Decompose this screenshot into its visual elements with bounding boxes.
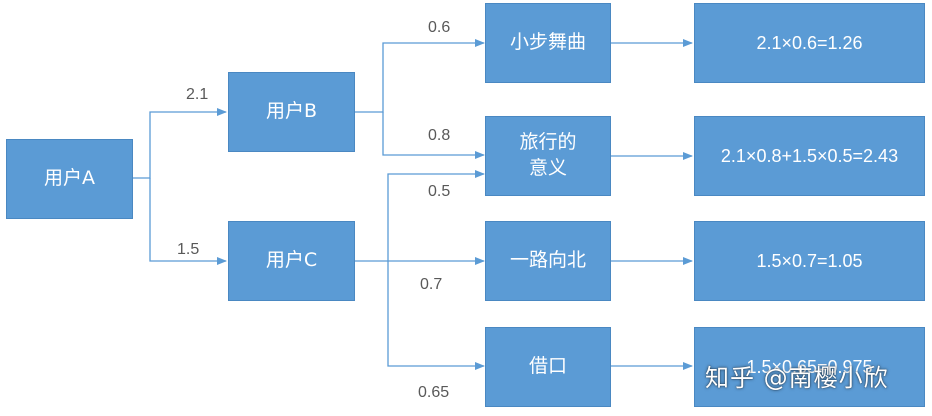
- weight-a-c: 1.5: [177, 241, 200, 258]
- node-user-b: 用户B: [228, 72, 355, 152]
- watermark-text: 知乎 @南樱小欣: [705, 364, 889, 392]
- node-song-4: 借口: [485, 327, 611, 407]
- edge-b-song1: [355, 39, 485, 113]
- edge-a-c: [149, 178, 227, 265]
- node-song-3: 一路向北: [485, 221, 611, 301]
- weight-a-b: 2.1: [186, 86, 209, 103]
- weight-b-song2: 0.8: [428, 127, 451, 144]
- node-user-a: 用户A: [6, 139, 133, 219]
- edge-b-song2: [382, 112, 485, 159]
- weight-b-song1: 0.6: [428, 19, 451, 36]
- weight-c-song2: 0.5: [428, 183, 451, 200]
- edge-c-song4: [387, 261, 485, 370]
- node-user-c: 用户C: [228, 221, 355, 301]
- node-song-2: 旅行的 意义: [485, 116, 611, 196]
- weight-c-song3: 0.7: [420, 276, 443, 293]
- node-score-4: 1.5×0.65=0.975: [694, 327, 925, 407]
- node-score-1: 2.1×0.6=1.26: [694, 3, 925, 83]
- edge-a-b: [133, 108, 227, 179]
- node-score-3: 1.5×0.7=1.05: [694, 221, 925, 301]
- weight-c-song4: 0.65: [418, 384, 450, 401]
- node-song-1: 小步舞曲: [485, 3, 611, 83]
- edge-c-song2: [355, 170, 485, 262]
- node-score-2: 2.1×0.8+1.5×0.5=2.43: [694, 116, 925, 196]
